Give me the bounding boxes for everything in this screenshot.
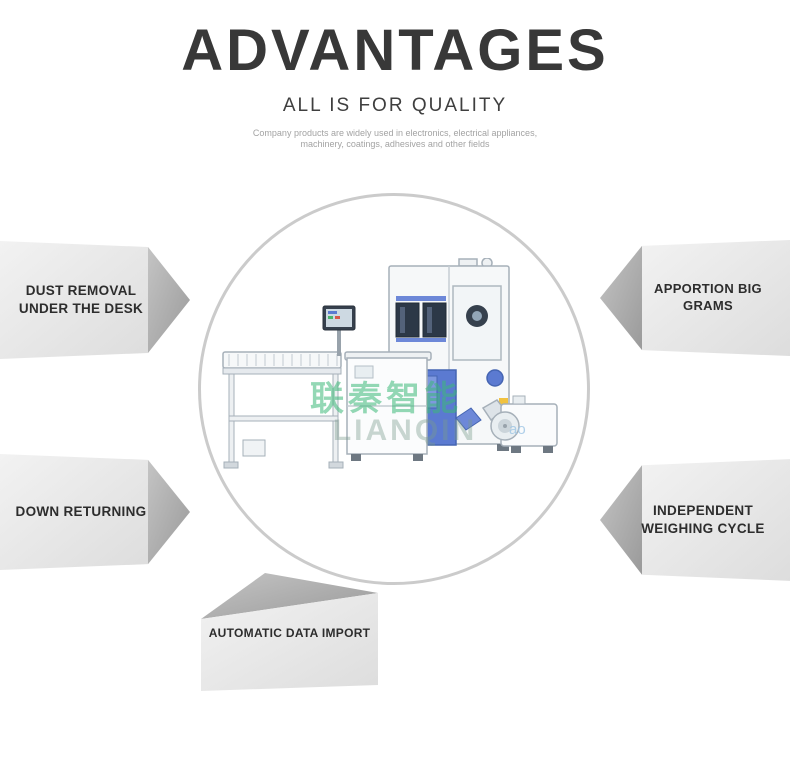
- advantage-banner-data-import: AUTOMATIC DATA IMPORT: [201, 573, 378, 691]
- ribbon-face: [0, 453, 148, 571]
- ribbon-fold: [148, 459, 190, 565]
- ribbon-fold: [600, 465, 642, 575]
- advantage-banner-dust-removal: DUST REMOVAL UNDER THE DESK: [0, 239, 190, 361]
- ribbon-fold: [148, 247, 190, 353]
- page-header: ADVANTAGES ALL IS FOR QUALITY Company pr…: [0, 0, 790, 150]
- description-line-2: machinery, coatings, adhesives and other…: [300, 139, 490, 149]
- advantage-label-dust-removal: DUST REMOVAL UNDER THE DESK: [18, 283, 144, 316]
- advantage-label-data-import: AUTOMATIC DATA IMPORT: [208, 626, 371, 641]
- advantage-banner-weighing-cycle: INDEPENDENT WEIGHING CYCLE: [600, 457, 790, 583]
- ribbon-face: [642, 239, 790, 357]
- control-monitor: [322, 305, 356, 356]
- blower-unit: [481, 395, 558, 453]
- ribbon-shape: [600, 239, 790, 357]
- ribbon-shape: [201, 573, 378, 691]
- ribbon-shape: [0, 453, 190, 571]
- description-line-1: Company products are widely used in elec…: [252, 128, 538, 138]
- storage-cabinet: [344, 351, 432, 461]
- machine-illustration: 联秦智能 LIANQIN ao: [222, 258, 558, 469]
- advantage-banner-down-returning: DOWN RETURNING: [0, 452, 190, 572]
- ribbon-face: [642, 459, 790, 581]
- advantage-label-apportion: APPORTION BIG GRAMS: [654, 281, 762, 313]
- advantage-banner-apportion: APPORTION BIG GRAMS: [600, 238, 790, 358]
- watermark-cn: 联秦智能: [310, 380, 462, 418]
- advantage-label-down-returning: DOWN RETURNING: [15, 504, 147, 520]
- ribbon-shape: [600, 459, 790, 581]
- advantage-label-weighing-cycle: INDEPENDENT WEIGHING CYCLE: [641, 503, 765, 536]
- ribbon-fold: [201, 573, 378, 619]
- watermark-en: LIANQIN: [333, 414, 477, 447]
- page-title: ADVANTAGES: [181, 18, 609, 83]
- ribbon-shape: [0, 241, 190, 359]
- feeding-table: [222, 351, 344, 469]
- page-subtitle: ALL IS FOR QUALITY: [282, 95, 508, 116]
- product-circle: 联秦智能 LIANQIN ao: [198, 193, 590, 585]
- page-description: Company products are widely used in elec…: [0, 128, 790, 150]
- ribbon-face: [0, 241, 148, 359]
- watermark-small: ao: [509, 421, 526, 438]
- ribbon-fold: [600, 245, 642, 351]
- ribbon-face: [201, 593, 378, 691]
